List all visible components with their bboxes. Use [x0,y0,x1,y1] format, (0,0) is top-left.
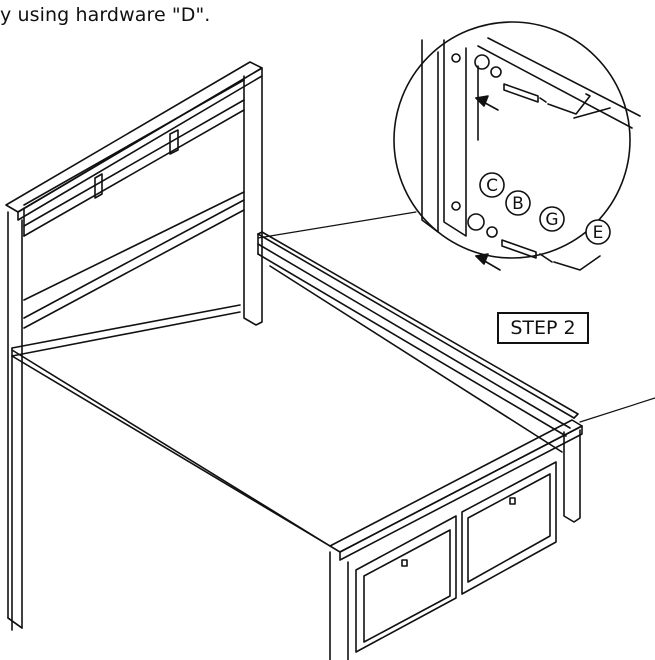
left-rail [11,304,241,631]
hardware-callouts: C B G E [486,176,603,243]
detail-callout [393,21,641,271]
callout-e: E [593,223,604,243]
instruction-text: y using hardware "D". [0,4,211,26]
callout-c: C [486,176,498,196]
callout-g: G [545,210,558,230]
callout-b: B [512,194,524,214]
headboard [5,61,263,629]
side-rail [257,231,579,453]
footboard [11,349,583,660]
step-label: STEP 2 [497,312,589,344]
